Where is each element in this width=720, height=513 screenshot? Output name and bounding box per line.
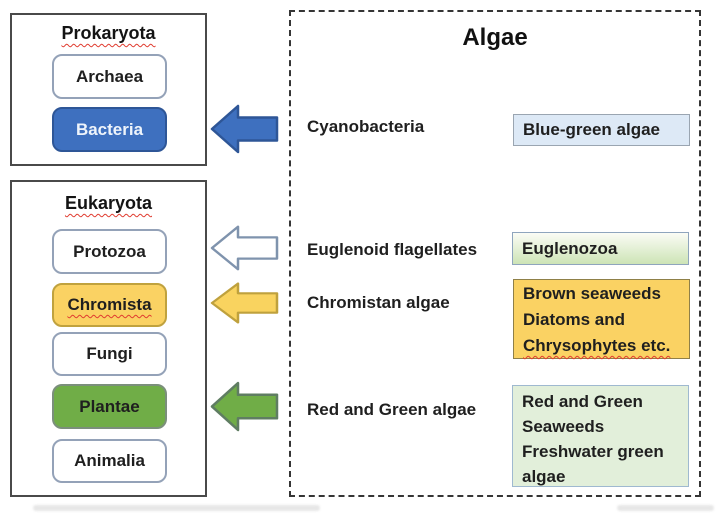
prokaryota-title-text: Prokaryota [61, 23, 156, 43]
chromistan-line-3: Chrysophytes etc. [523, 333, 680, 359]
pill-fungi: Fungi [52, 332, 167, 376]
pill-bacteria: Bacteria [52, 107, 167, 152]
value-box-euglenozoa-text: Euglenozoa [522, 238, 618, 258]
pill-archaea: Archaea [52, 54, 167, 99]
pill-chromista: Chromista [52, 283, 167, 327]
value-box-blue-green-algae-text: Blue-green algae [523, 120, 660, 139]
prokaryota-box: Prokaryota Archaea Bacteria [10, 13, 207, 166]
pill-plantae-label: Plantae [79, 396, 140, 416]
value-box-chromistan: Brown seaweeds Diatoms and Chrysophytes … [513, 279, 690, 359]
pill-animalia-label: Animalia [74, 451, 145, 470]
red-green-line-4: algae [522, 467, 566, 486]
value-box-red-green: Red and Green Seaweeds Freshwater green … [512, 385, 689, 487]
eukaryota-title: Eukaryota [12, 193, 205, 214]
bottom-artifact-right [617, 505, 714, 511]
eukaryota-title-text: Eukaryota [64, 193, 153, 213]
algae-title: Algae [462, 24, 528, 51]
pill-chromista-label: Chromista [67, 295, 152, 314]
arrow-to-chromista-icon [210, 282, 279, 324]
pill-bacteria-label: Bacteria [75, 119, 144, 139]
red-green-line-2: Seaweeds [522, 417, 605, 436]
value-box-euglenozoa: Euglenozoa [512, 232, 689, 265]
pill-protozoa: Protozoa [52, 229, 167, 274]
chromistan-line-2: Diatoms and [523, 310, 626, 329]
row-label-chromistan-algae: Chromistan algae [307, 293, 450, 312]
pill-archaea-label: Archaea [75, 66, 144, 86]
red-green-line-1: Red and Green [522, 392, 643, 411]
chromistan-line-1: Brown seaweeds [523, 284, 661, 303]
chromistan-line-3-text: Chrysophytes etc. [523, 336, 671, 355]
arrow-to-plantae-icon [210, 381, 279, 432]
row-label-euglenoid-flagellates: Euglenoid flagellates [307, 240, 478, 259]
arrow-to-protozoa-icon [210, 225, 279, 271]
prokaryota-title: Prokaryota [12, 23, 205, 44]
pill-plantae: Plantae [52, 384, 167, 429]
arrow-to-bacteria-icon [210, 104, 279, 154]
eukaryota-box: Eukaryota Protozoa Chromista Fungi Plant… [10, 180, 207, 497]
bottom-artifact-left [33, 505, 320, 511]
row-label-red-and-green-algae: Red and Green algae [307, 400, 477, 419]
value-box-blue-green-algae: Blue-green algae [513, 114, 690, 146]
row-label-cyanobacteria: Cyanobacteria [307, 117, 425, 136]
algae-panel: Algae Cyanobacteria Blue-green algae Eug… [289, 10, 701, 497]
pill-animalia: Animalia [52, 439, 167, 483]
pill-protozoa-label: Protozoa [73, 241, 146, 261]
red-green-line-3: Freshwater green [522, 442, 664, 461]
pill-fungi-label: Fungi [86, 344, 133, 363]
